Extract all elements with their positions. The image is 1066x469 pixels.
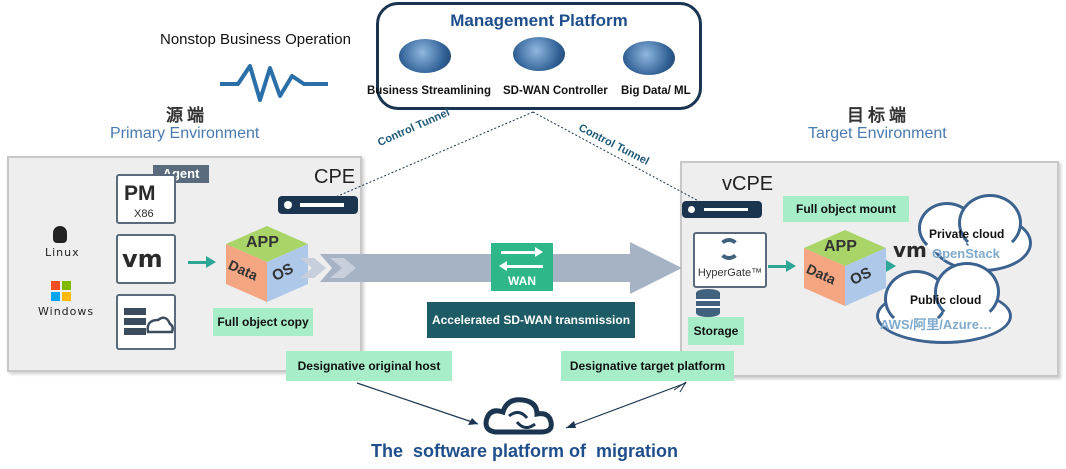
arrow-head-icon — [886, 260, 896, 272]
mgmt-item-label: SD-WAN Controller — [503, 85, 608, 97]
source-environment-panel — [7, 156, 362, 372]
arrow-head-icon — [786, 260, 796, 272]
bottom-title: The software platform of migration — [371, 441, 679, 461]
wan-icon: WAN — [491, 243, 553, 291]
hypergate-card: HyperGate™ — [693, 232, 767, 288]
source-cube-icon — [226, 226, 308, 302]
full-object-mount-label: Full object mount — [783, 196, 909, 222]
source-title-cn: 源端 — [166, 106, 208, 126]
vcpe-label: vCPE — [722, 173, 774, 195]
database-icon — [696, 289, 720, 317]
cpe-device-icon — [278, 196, 358, 214]
source-title-en: Primary Environment — [110, 125, 260, 142]
nonstop-label: Nonstop Business Operation — [160, 31, 351, 48]
cloud-server-card — [116, 294, 176, 350]
linux-label: Linux — [45, 246, 80, 259]
arrow-head-icon — [206, 256, 216, 268]
vmware-logo-target: vm — [893, 238, 927, 262]
wan-label: WAN — [508, 274, 536, 288]
designative-target-platform-label: Designative target platform — [561, 351, 734, 381]
designative-original-host-label: Designative original host — [286, 351, 452, 381]
cloud-network-icon — [513, 37, 565, 71]
transmission-banner: Accelerated SD-WAN transmission — [427, 302, 635, 338]
pm-sub-label: X86 — [134, 208, 154, 220]
target-cube-icon — [804, 230, 886, 306]
server-cloud-icon — [124, 308, 174, 335]
private-cloud-name: OpenStack — [932, 246, 1000, 261]
physical-machine-card: PM X86 — [116, 174, 176, 224]
public-cloud-name: AWS/阿里/Azure… — [880, 317, 992, 332]
private-cloud-title: Private cloud — [929, 227, 1005, 241]
virtual-machine-card: vm — [116, 234, 176, 284]
pm-label: PM — [124, 182, 156, 205]
management-platform-box: Management Platform Business Streamlinin… — [367, 2, 702, 110]
vcpe-device-icon — [682, 201, 762, 218]
public-cloud-title: Public cloud — [910, 293, 982, 307]
management-platform-title: Management Platform — [450, 11, 628, 30]
hypergate-label: HyperGate™ — [697, 267, 763, 279]
target-title-en: Target Environment — [808, 125, 947, 142]
mgmt-item-label: Big Data/ ML — [621, 85, 691, 97]
dashboard-icon — [399, 39, 451, 73]
private-cloud-shape — [958, 194, 1022, 252]
windows-icon — [51, 281, 71, 301]
pulse-line-icon — [220, 64, 328, 102]
vmware-logo: vm — [122, 245, 163, 273]
arrow-line — [768, 265, 788, 268]
arrow-line — [188, 261, 208, 264]
public-cloud-shape — [934, 262, 1000, 322]
migration-cloud-icon — [483, 397, 554, 435]
cube-app-label: APP — [246, 234, 279, 251]
cpe-label: CPE — [314, 166, 356, 188]
sync-icon — [718, 238, 740, 260]
linux-icon — [53, 226, 67, 243]
target-title-cn: 目标端 — [847, 106, 910, 126]
windows-label: Windows — [38, 305, 95, 318]
monitor-chart-icon — [623, 41, 675, 75]
full-object-copy-label: Full object copy — [213, 308, 313, 336]
cube-app-label: APP — [824, 238, 857, 255]
storage-label: Storage — [688, 317, 744, 345]
mgmt-item-label: Business Streamlining — [367, 85, 491, 97]
